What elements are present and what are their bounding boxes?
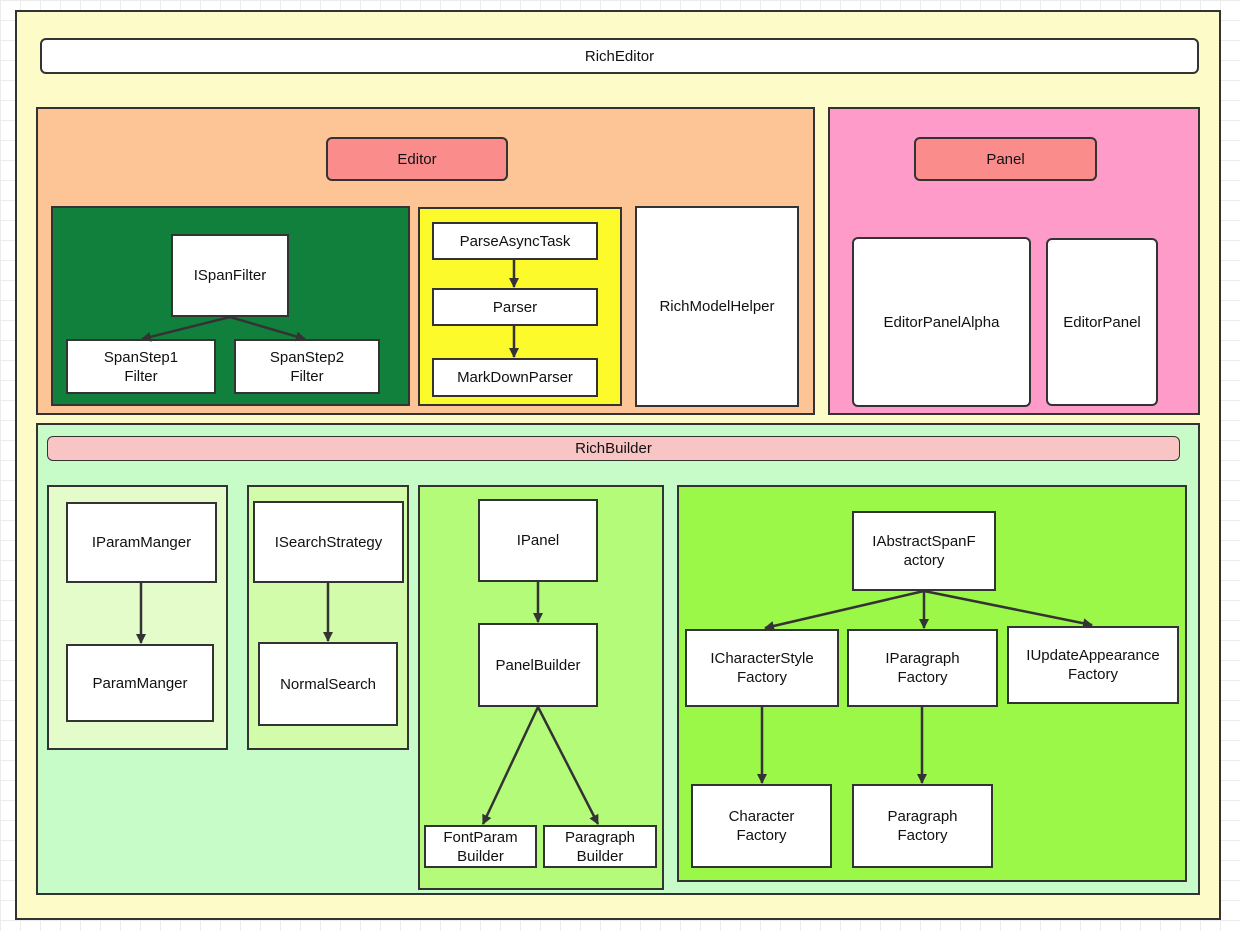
edge-abstract-to-appearance [923, 589, 1093, 629]
richmodelhelper-node: RichModelHelper [635, 206, 799, 407]
parammanger-node: ParamManger [66, 644, 214, 722]
markdownparser-node: MarkDownParser [432, 358, 598, 397]
parseasynctask-node: ParseAsyncTask [432, 222, 598, 260]
paragraph-factory-node: Paragraph Factory [852, 784, 993, 868]
fontparam-builder-node: FontParam Builder [424, 825, 537, 868]
iparagraph-factory-node: IParagraph Factory [847, 629, 998, 707]
spanstep1-filter-node: SpanStep1 Filter [66, 339, 216, 394]
edge-ispanfilter-to-step2 [229, 315, 306, 342]
rich-editor-title: RichEditor [40, 38, 1199, 74]
panelbuilder-node: PanelBuilder [478, 623, 598, 707]
spanstep2-filter-node: SpanStep2 Filter [234, 339, 380, 394]
icharacterstyle-factory-node: ICharacterStyle Factory [685, 629, 839, 707]
edge-ispanfilter-to-step1 [141, 315, 231, 342]
panel-title: Panel [914, 137, 1097, 181]
edge-abstract-to-characterstyle [764, 589, 925, 631]
parser-node: Parser [432, 288, 598, 326]
editorpanel-node: EditorPanel [1046, 238, 1158, 406]
ipanel-node: IPanel [478, 499, 598, 582]
isearchstrategy-node: ISearchStrategy [253, 501, 404, 583]
normalsearch-node: NormalSearch [258, 642, 398, 726]
iupdateappearance-factory-node: IUpdateAppearance Factory [1007, 626, 1179, 704]
editorpanelalpha-node: EditorPanelAlpha [852, 237, 1031, 407]
rich-builder-title: RichBuilder [47, 436, 1180, 461]
paragraph-builder-node: Paragraph Builder [543, 825, 657, 868]
character-factory-node: Character Factory [691, 784, 832, 868]
edge-panelbuilder-to-paragraphbuilder [536, 706, 600, 825]
iabstractspanfactory-node: IAbstractSpanF actory [852, 511, 996, 591]
ispanfilter-node: ISpanFilter [171, 234, 289, 317]
iparammanger-node: IParamManger [66, 502, 217, 583]
edge-panelbuilder-to-fontparam [481, 706, 540, 825]
editor-title: Editor [326, 137, 508, 181]
